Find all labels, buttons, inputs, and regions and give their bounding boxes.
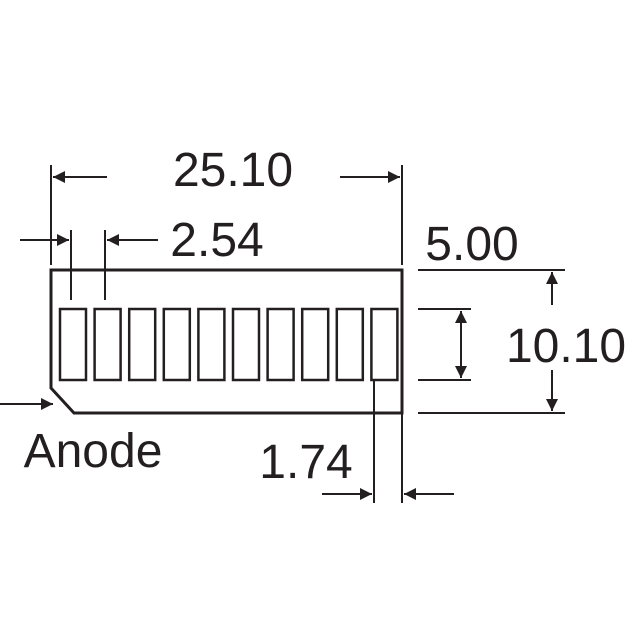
segment-window	[335, 307, 365, 382]
segment-window	[370, 307, 399, 382]
overall-length-dimension: 25.10	[50, 144, 403, 265]
segment-window	[197, 307, 226, 382]
pitch-dimension: 2.54	[20, 214, 264, 300]
segment-window	[231, 307, 261, 382]
segment-window	[127, 307, 157, 382]
overall-height-dimension: 10.10	[418, 269, 626, 414]
segment-window	[93, 307, 122, 382]
segment-height-dimension: 5.00	[418, 218, 519, 381]
anode-label: Anode	[24, 425, 163, 478]
segment-window	[162, 307, 192, 382]
segment-height-value: 5.00	[425, 218, 518, 271]
package-outline	[49, 268, 404, 415]
pitch-value: 2.54	[170, 214, 263, 267]
segment-windows	[58, 307, 399, 382]
overall-height-value: 10.10	[506, 320, 626, 373]
segment-window	[300, 307, 330, 382]
segment-window	[58, 307, 88, 382]
segment-window	[266, 307, 295, 382]
overall-length-value: 25.10	[173, 144, 293, 197]
segment-width-value: 1.74	[259, 436, 352, 489]
segment-width-dimension: 1.74	[259, 380, 454, 503]
anode-callout: Anode	[0, 398, 163, 478]
